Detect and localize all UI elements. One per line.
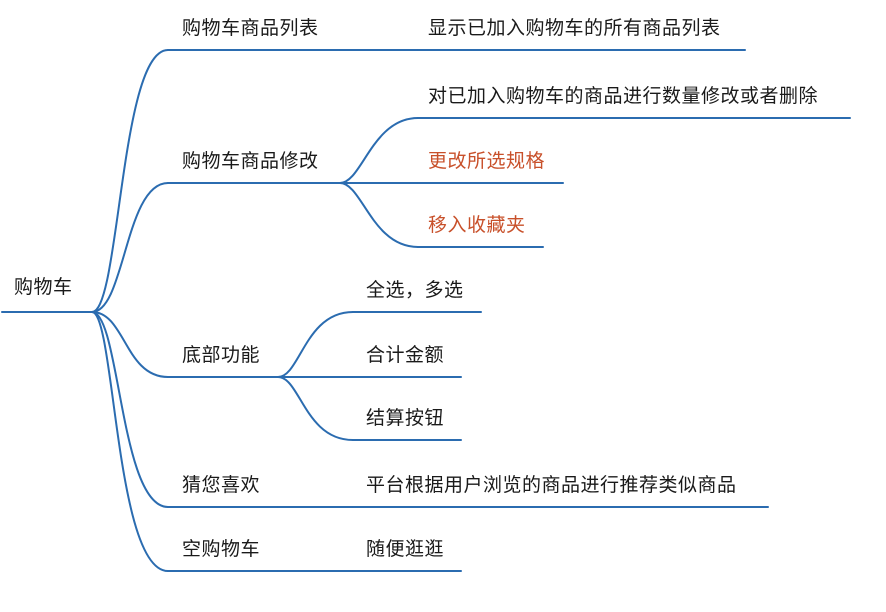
branch-cart-edit: 购物车商品修改 <box>182 150 319 172</box>
leaf-edit-quantity-delete: 对已加入购物车的商品进行数量修改或者删除 <box>428 85 819 107</box>
root-node: 购物车 <box>14 276 73 298</box>
connector-root-bottom <box>91 311 169 378</box>
leaf-select-all: 全选，多选 <box>366 279 464 301</box>
connector-root-edit <box>91 182 169 313</box>
connector-root-empty <box>91 311 169 572</box>
connector-bottom-child-3 <box>277 376 354 441</box>
connector-edit-child-1 <box>339 117 419 184</box>
connector-root-list <box>91 49 169 313</box>
connector-root-guess <box>91 311 169 508</box>
leaf-list-all-items: 显示已加入购物车的所有商品列表 <box>428 17 721 39</box>
connector-edit-child-3 <box>339 182 419 248</box>
leaf-browse-around: 随便逛逛 <box>366 538 445 560</box>
leaf-move-to-favorites: 移入收藏夹 <box>428 214 526 236</box>
branch-bottom-functions: 底部功能 <box>182 344 261 366</box>
connector-bottom-child-1 <box>277 311 354 378</box>
branch-guess-you-like: 猜您喜欢 <box>182 474 261 496</box>
leaf-total-amount: 合计金额 <box>366 344 445 366</box>
branch-cart-list: 购物车商品列表 <box>182 17 319 39</box>
leaf-checkout-button: 结算按钮 <box>366 407 445 429</box>
leaf-change-spec: 更改所选规格 <box>428 150 546 172</box>
branch-empty-cart: 空购物车 <box>182 538 261 560</box>
leaf-recommend-similar: 平台根据用户浏览的商品进行推荐类似商品 <box>366 474 737 496</box>
